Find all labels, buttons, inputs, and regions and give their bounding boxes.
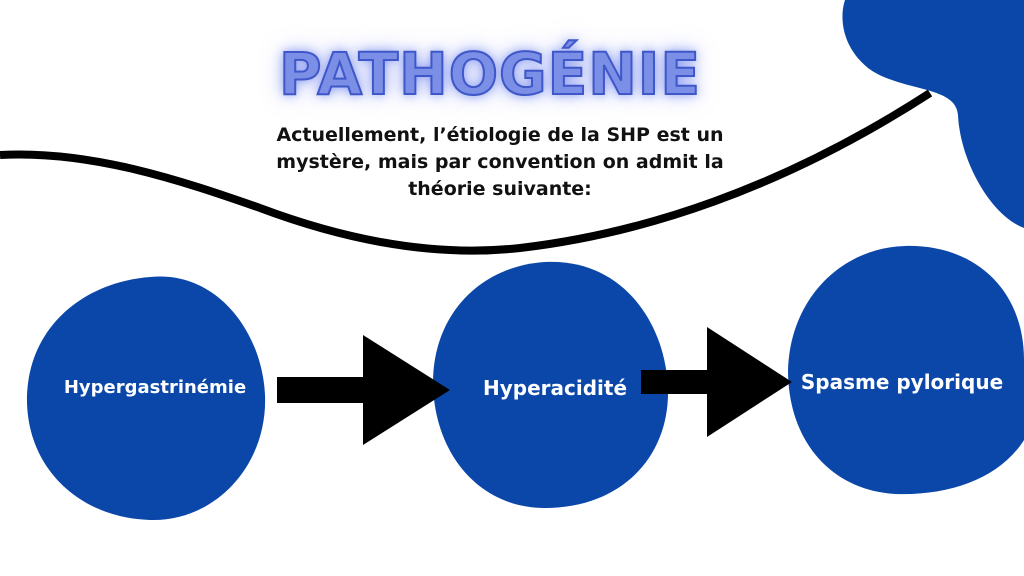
corner-blob: [842, 0, 1024, 228]
arrow-2: [641, 327, 792, 437]
blob-spasme-pylorique: [788, 245, 1024, 495]
blob-hypergastrinemie: [26, 276, 266, 521]
blob-hyperacidite: [432, 261, 669, 508]
node-label-hyperacidite: Hyperacidité: [482, 376, 628, 400]
node-label-spasme-pylorique: Spasme pylorique: [800, 370, 1004, 394]
node-label-hypergastrinemie: Hypergastrinémie: [63, 377, 247, 398]
subtitle-text: Actuellement, l’étiologie de la SHP est …: [276, 124, 724, 200]
arrow-1: [277, 335, 450, 445]
page-title: PATHOGÉNIE: [278, 39, 701, 109]
wavy-divider-line: [0, 89, 933, 255]
